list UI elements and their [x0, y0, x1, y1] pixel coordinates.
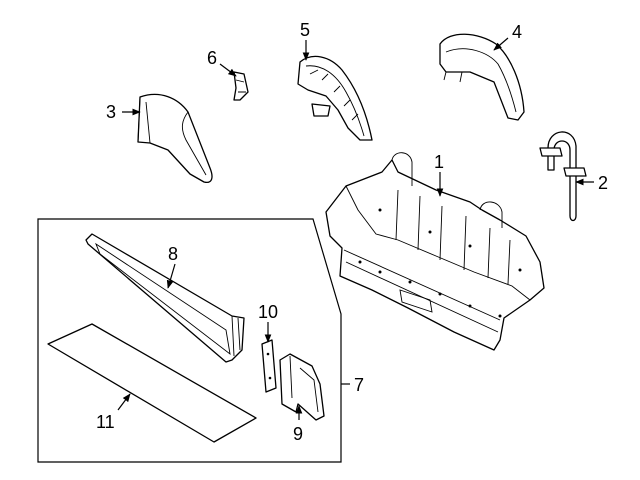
callout-2: 2 — [598, 173, 608, 193]
part-1-rear-panel-assembly — [325, 152, 545, 351]
kit-7-group-box — [37, 218, 342, 463]
part-8-panel — [85, 233, 245, 363]
callout-10: 10 — [258, 302, 278, 322]
callout-5: 5 — [300, 20, 310, 40]
part-10-strip — [261, 339, 277, 393]
part-11-liner-sheet — [47, 323, 257, 443]
callout-labels: 1 2 3 4 5 6 7 8 9 10 11 — [96, 20, 608, 444]
part-2-roll-hoop — [539, 131, 587, 222]
callout-7: 7 — [354, 375, 364, 395]
callout-4: 4 — [512, 22, 522, 42]
callout-3: 3 — [106, 102, 116, 122]
part-5-wheelhouse-liner — [297, 55, 373, 141]
part-4-quarter-cap — [439, 33, 525, 121]
part-6-bracket — [233, 71, 249, 101]
part-3-trim-panel — [137, 93, 213, 184]
callout-8: 8 — [168, 244, 178, 264]
callout-6: 6 — [207, 48, 217, 68]
leader-lines — [117, 37, 594, 420]
callout-9: 9 — [293, 424, 303, 444]
callout-11: 11 — [96, 412, 115, 432]
part-9-side-panel — [279, 353, 325, 421]
callout-1: 1 — [434, 152, 444, 172]
